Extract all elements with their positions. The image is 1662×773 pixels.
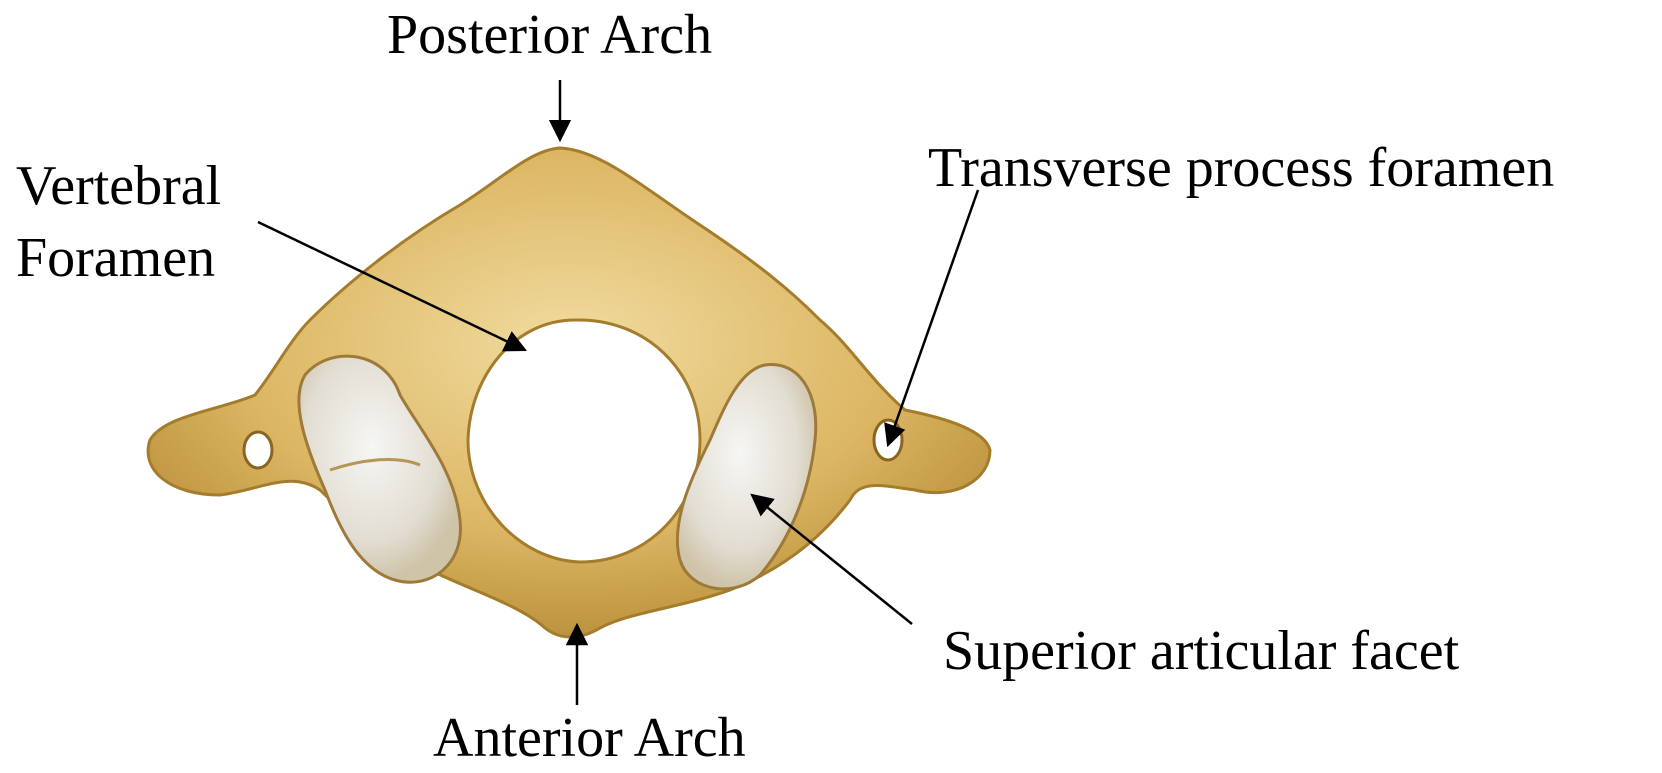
vertebral-foramen-label-line1: Vertebral [16,150,221,222]
vertebral-foramen-label-line2: Foramen [16,222,221,294]
transverse-process-foramen-label: Transverse process foramen [928,135,1554,202]
bone-outline [148,148,990,637]
superior-articular-facet-label: Superior articular facet [943,618,1459,685]
posterior-arch-label: Posterior Arch [387,2,712,69]
vertebral-foramen-label: Vertebral Foramen [16,150,221,294]
atlas-bone [148,148,990,637]
anterior-arch-label: Anterior Arch [433,705,746,772]
right-transverse-foramen [874,420,902,460]
left-transverse-foramen [244,432,272,468]
transverse-foramen-arrow [888,190,978,445]
